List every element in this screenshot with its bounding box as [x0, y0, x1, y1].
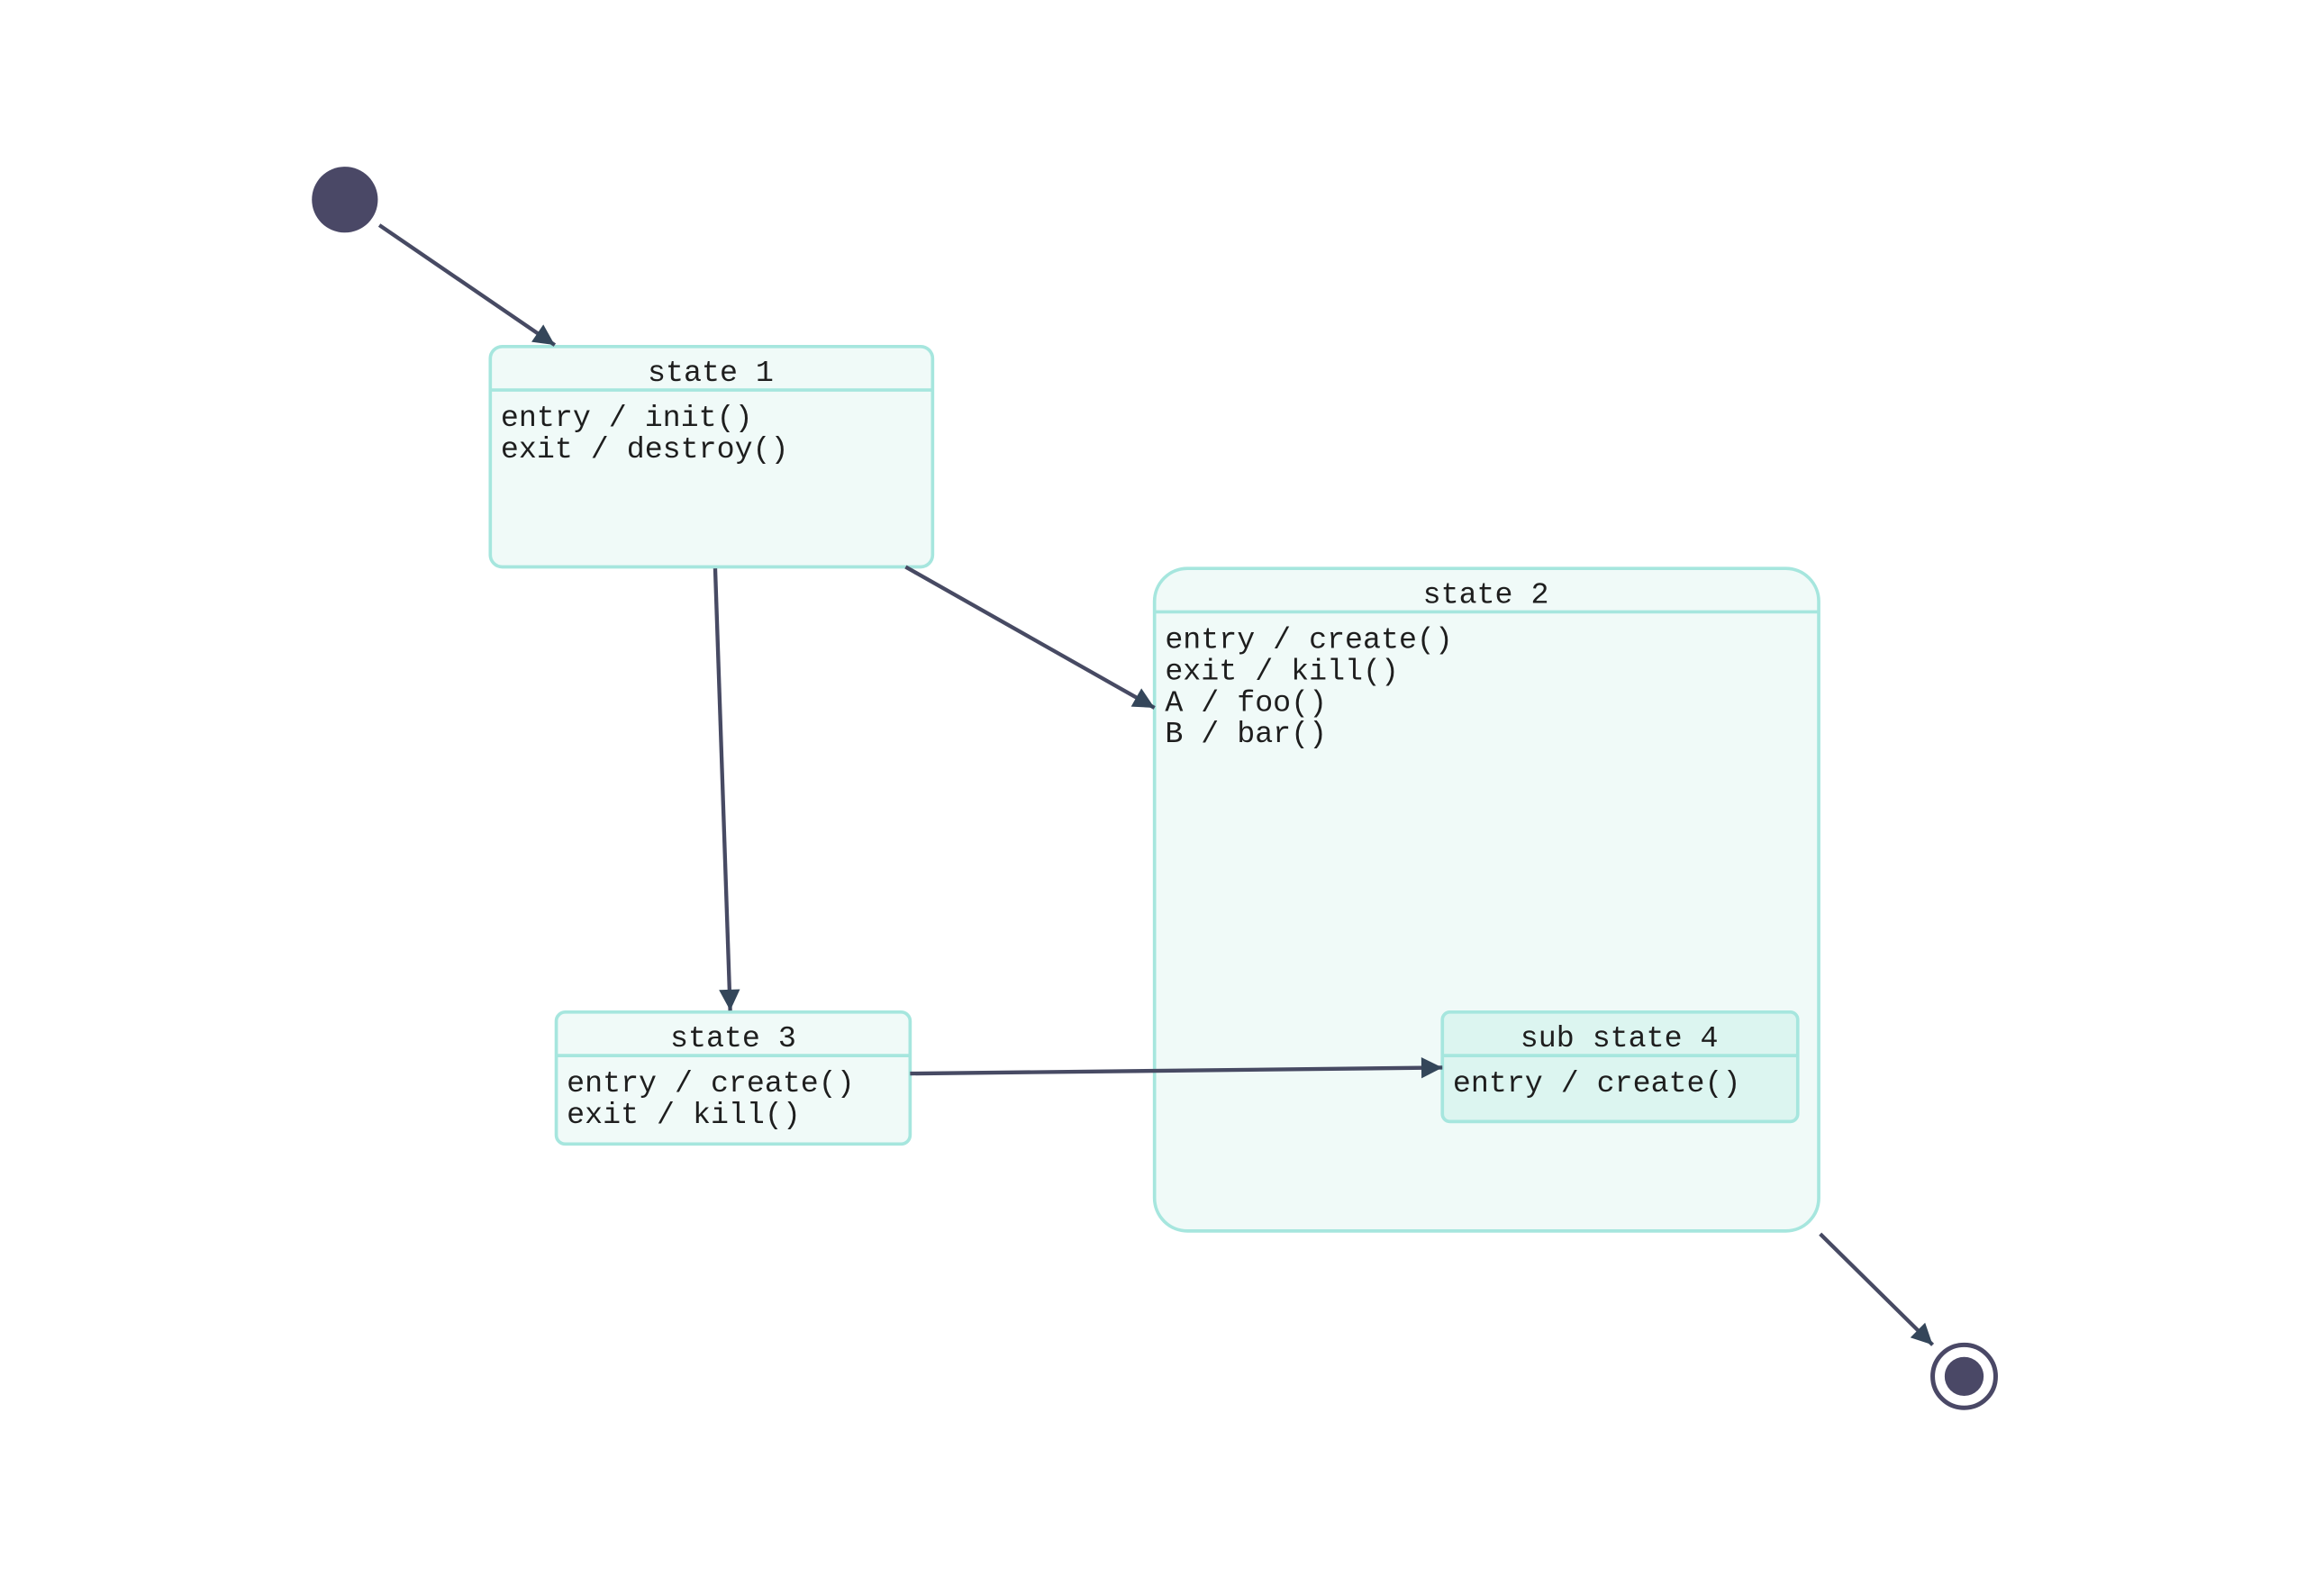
state-2-action: B / bar() — [1165, 717, 1327, 751]
final-state-node[interactable] — [1930, 1342, 1998, 1410]
sub-state-4-action: entry / create() — [1453, 1066, 1741, 1100]
state-3-action: entry / create() — [567, 1066, 855, 1100]
sub-state-4-title: sub state 4 — [1521, 1021, 1719, 1055]
transition-state-2-to-final[interactable] — [1819, 1232, 1935, 1346]
transition-state-1-to-state-2[interactable] — [904, 565, 1156, 710]
state-2-title: state 2 — [1423, 577, 1549, 611]
sub-state-4[interactable]: sub state 4 entry / create() — [1440, 1010, 1800, 1124]
state-3-title: state 3 — [670, 1021, 796, 1055]
transition-state-3-to-sub-state-4[interactable] — [910, 1057, 1443, 1079]
state-2-action: entry / create() — [1165, 622, 1453, 657]
state-2-action: A / foo() — [1165, 685, 1327, 720]
transition-state-1-to-state-3[interactable] — [713, 568, 740, 1011]
state-2-action: exit / kill() — [1165, 654, 1399, 688]
initial-state-node[interactable] — [312, 167, 378, 233]
state-1-action: exit / destroy() — [501, 432, 789, 466]
state-3[interactable]: state 3 entry / create() exit / kill() — [554, 1010, 912, 1146]
transition-initial-to-state-1[interactable] — [377, 223, 557, 347]
state-2[interactable]: state 2 entry / create() exit / kill() A… — [1152, 566, 1820, 1233]
state-3-action: exit / kill() — [567, 1098, 801, 1132]
state-1-action: entry / init() — [501, 401, 753, 435]
state-1[interactable]: state 1 entry / init() exit / destroy() — [488, 344, 935, 569]
state-1-title: state 1 — [648, 356, 774, 390]
